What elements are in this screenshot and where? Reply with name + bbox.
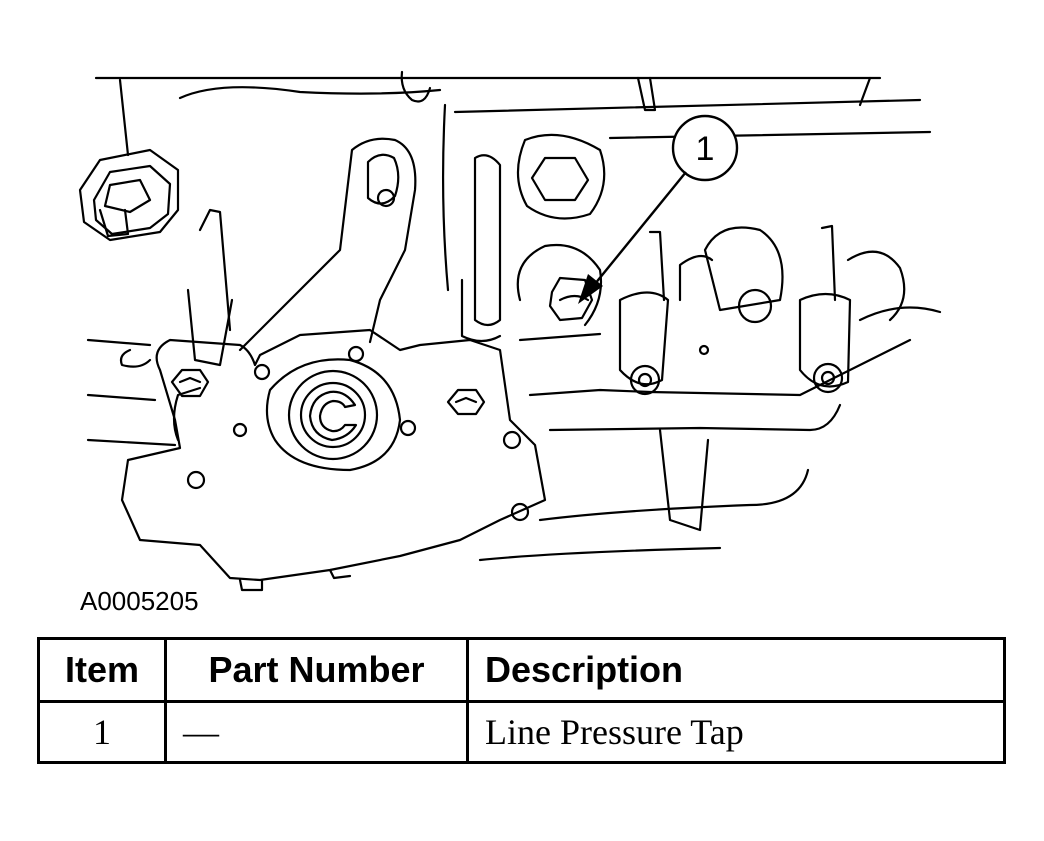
transmission-illustration: 1 <box>78 70 942 592</box>
cell-part-number: — <box>164 700 469 764</box>
table-header-row: Item Part Number Description <box>37 637 1006 703</box>
cell-description: Line Pressure Tap <box>466 700 1006 764</box>
arrow-head-icon <box>578 274 603 304</box>
parts-table: Item Part Number Description 1 — Line Pr… <box>37 637 1006 764</box>
callout-1: 1 <box>578 114 739 304</box>
column-header-item: Item <box>37 637 167 703</box>
cell-item: 1 <box>37 700 167 764</box>
table-row: 1 — Line Pressure Tap <box>37 700 1006 764</box>
column-header-part-number: Part Number <box>164 637 469 703</box>
figure-reference-id: A0005205 <box>80 586 199 616</box>
callout-1-label: 1 <box>696 130 715 168</box>
column-header-description: Description <box>466 637 1006 703</box>
